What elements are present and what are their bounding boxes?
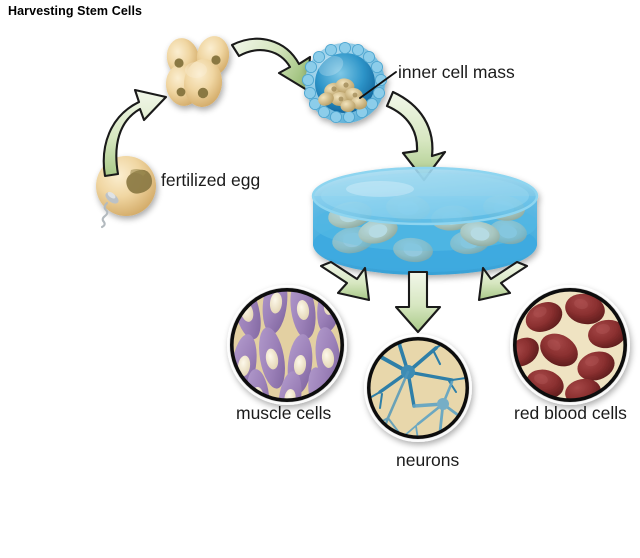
neuron-network: [370, 340, 466, 436]
trophoblast-cells: [301, 41, 388, 124]
blastocyst-illustration: [301, 41, 388, 124]
arrow-egg-to-embryo: [102, 88, 168, 178]
label-red-blood-cells: red blood cells: [514, 403, 627, 423]
arrow-dish-to-muscle: [319, 260, 371, 302]
muscle-cells-illustration: [227, 285, 347, 405]
arrow-dish-to-neurons: [394, 270, 442, 334]
inner-cell-mass-illustration: [318, 78, 367, 113]
culture-dish-illustration: [311, 166, 539, 275]
label-inner-cell-mass: inner cell mass: [398, 62, 515, 82]
neurons-illustration: [364, 334, 472, 442]
arrow-embryo-to-blastocyst: [230, 37, 312, 92]
arrow-blastocyst-to-dish: [385, 90, 447, 182]
label-fertilized-egg: fertilized egg: [161, 170, 261, 190]
page-title: Harvesting Stem Cells: [8, 4, 143, 18]
red-blood-cells-illustration: [510, 285, 630, 405]
cleavage-embryo-illustration: [165, 36, 230, 107]
erythrocytes: [516, 291, 624, 399]
arrow-dish-to-rbc: [477, 260, 529, 302]
label-neurons: neurons: [396, 450, 460, 470]
inner-cell-mass-leader-line: [359, 71, 397, 99]
sperm-icon: [100, 191, 119, 229]
label-muscle-cells: muscle cells: [236, 403, 332, 423]
